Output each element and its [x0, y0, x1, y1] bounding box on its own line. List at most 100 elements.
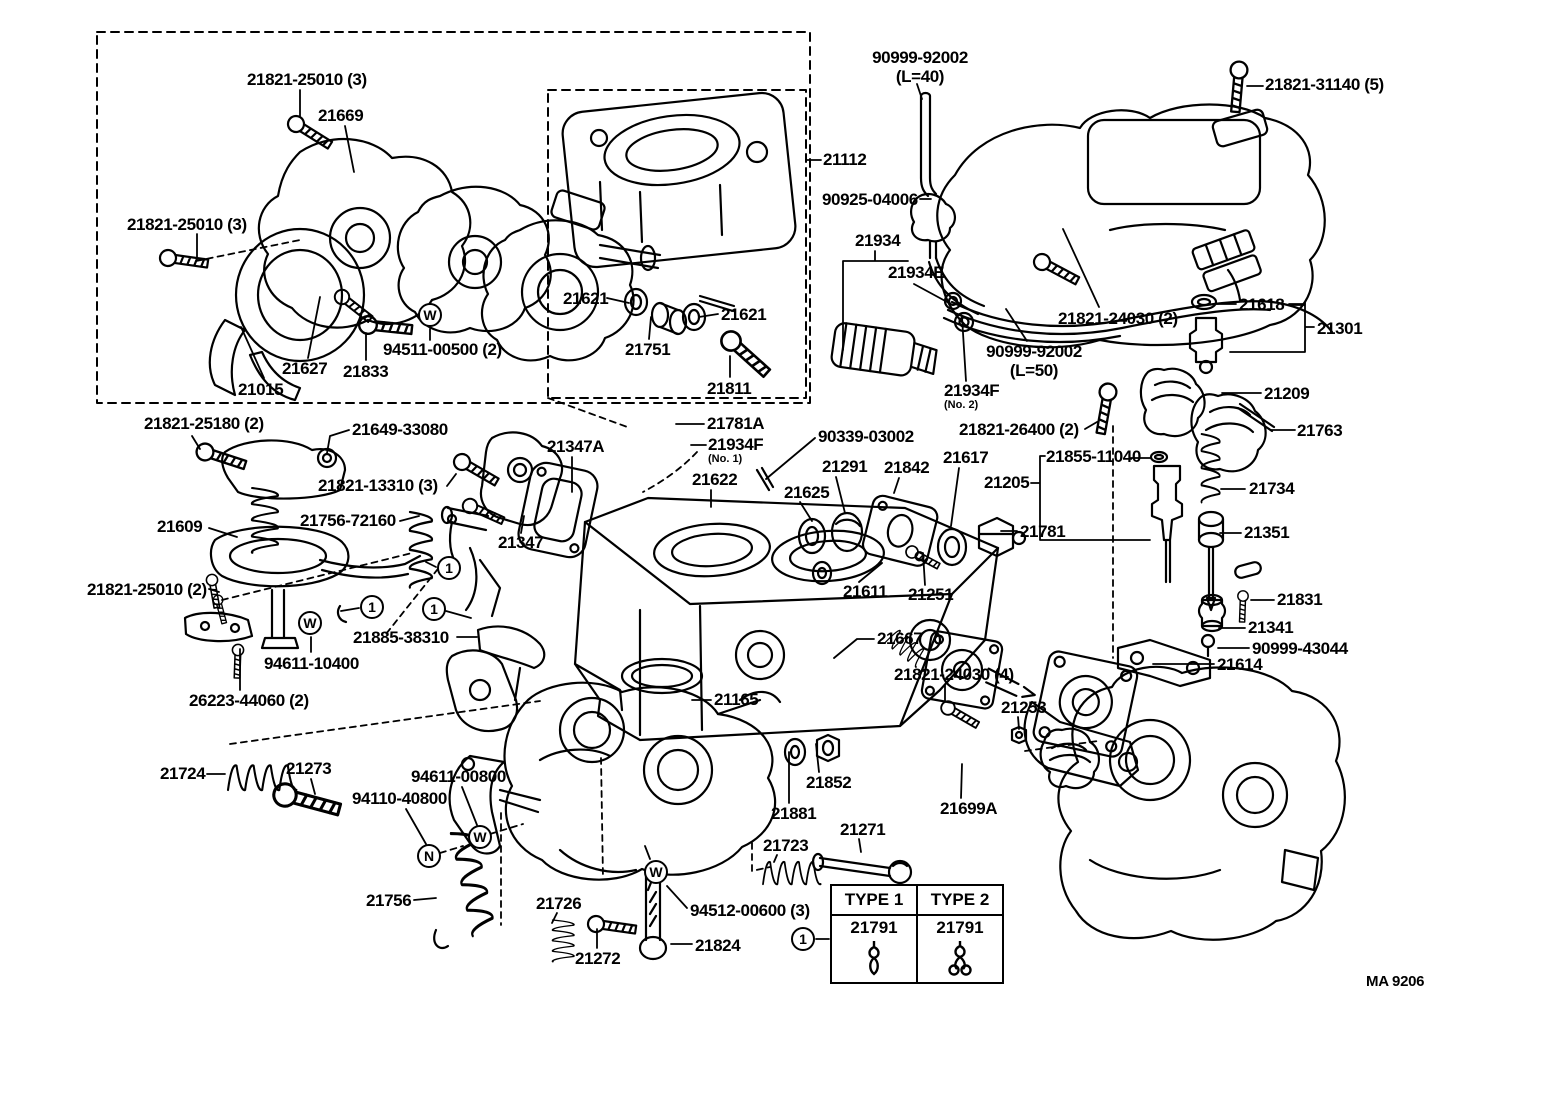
nut-symbol: N [417, 844, 441, 868]
secondary-diaphragm-sketch [1091, 367, 1276, 688]
part-label: 21934 [855, 231, 901, 250]
part-label: 21821-26400 (2) [959, 420, 1079, 439]
part-label: 21649-33080 [352, 420, 448, 439]
part-label: 21611 [843, 582, 888, 601]
part-label: 21669 [318, 106, 364, 125]
part-label: 21205 [984, 473, 1030, 492]
part-label: 21781A [707, 414, 765, 433]
part-label: 21625 [784, 483, 830, 502]
part-label: 21627 [282, 359, 328, 378]
leader-lines [191, 83, 1306, 949]
part-label: 21723 [763, 836, 809, 855]
part-label: 21885-38310 [353, 628, 449, 647]
part-label: 90999-92002 (L=40) [858, 48, 982, 86]
part-label: 21165 [714, 690, 759, 709]
part-label-line1: 21934F [708, 435, 764, 454]
carburetor-body-right-sketch [1057, 665, 1346, 941]
part-label: 21617 [943, 448, 989, 467]
part-label: 21699A [940, 799, 998, 818]
part-label: 90999-92002 (L=50) [972, 342, 1096, 380]
part-label: 21824 [695, 936, 741, 955]
part-label: 26223-44060 (2) [189, 691, 309, 710]
clip-ref-symbol: 1 [437, 556, 461, 580]
part-label: 21763 [1297, 421, 1343, 440]
part-label: 21609 [157, 517, 203, 536]
part-label: 21112 [823, 150, 867, 169]
bracket-lines [842, 250, 1315, 541]
part-label: 21821-24030 (2) [1058, 309, 1178, 328]
part-label: 21821-25010 (3) [127, 215, 247, 234]
dashed-boxes [96, 31, 811, 404]
page-code: MA 9206 [1366, 973, 1425, 990]
part-label-line1: 90999-92002 [986, 342, 1082, 361]
type1-cell: 21791 [830, 914, 918, 984]
part-label: 21881 [771, 804, 817, 823]
part-label-line1: 21934F [944, 381, 1000, 400]
part-label: 21724 [160, 764, 206, 783]
part-label: 21301 [1317, 319, 1363, 338]
part-label: 21272 [575, 949, 621, 968]
part-label: 21622 [692, 470, 738, 489]
choke-assembly-sketch [157, 111, 662, 402]
main-body-sketch [573, 466, 1027, 742]
part-label: 21831 [1277, 590, 1323, 609]
part-label: 21934F (No. 2) [944, 381, 1000, 411]
part-label: 21271 [840, 820, 886, 839]
part-label: 21855-11040 [1046, 447, 1141, 466]
type2-header: TYPE 2 [916, 884, 1004, 916]
choke-housing-sketch [440, 431, 599, 559]
part-label: 21347 [498, 533, 544, 552]
part-label: 90339-03002 [818, 427, 914, 446]
part-label: 21341 [1248, 618, 1294, 637]
part-label: 21726 [536, 894, 582, 913]
throttle-body-sketch [226, 681, 913, 963]
part-label: 21934E [888, 263, 945, 282]
part-label: 21756-72160 [300, 511, 396, 530]
part-label: 21618 [1239, 295, 1285, 314]
type2-cell: 21791 [916, 914, 1004, 984]
clip-icon-type1 [868, 941, 880, 976]
clip-ref-symbol: 1 [360, 595, 384, 619]
part-label: 21273 [286, 759, 332, 778]
part-label: 94110-40800 [352, 789, 447, 808]
part-label: 21253 [1001, 698, 1047, 717]
part-label: 21833 [343, 362, 389, 381]
part-label: 21756 [366, 891, 412, 910]
part-label: 90925-04006 [822, 190, 918, 209]
part-label-line2: (L=40) [895, 66, 945, 86]
air-horn-sketch [561, 91, 797, 382]
part-label: 21811 [707, 379, 752, 398]
part-label: 21852 [806, 773, 852, 792]
part-label: 21351 [1244, 523, 1290, 542]
part-label: 94512-00600 (3) [690, 901, 810, 920]
part-label: 21751 [625, 340, 671, 359]
part-label: 90999-43044 [1252, 639, 1348, 658]
part-label: 21821-25180 (2) [144, 414, 264, 433]
type2-part-number: 21791 [936, 918, 984, 937]
part-label: 21209 [1264, 384, 1310, 403]
part-label: 94611-10400 [264, 654, 359, 673]
part-label: 21734 [1249, 479, 1295, 498]
part-label: 21842 [884, 458, 930, 477]
part-label: 21821-25010 (3) [247, 70, 367, 89]
part-label: 21821-31140 (5) [1265, 75, 1384, 94]
clip-icon-type2 [948, 941, 972, 976]
part-label: 21347A [547, 437, 605, 456]
part-label: 21781 [1020, 522, 1066, 541]
choke-diaphragm-sketch [183, 439, 546, 733]
part-label: 21934F (No. 1) [708, 435, 764, 465]
washer-symbol: W [644, 860, 668, 884]
part-label: 94511-00500 (2) [383, 340, 502, 359]
washer-symbol: W [418, 303, 442, 327]
part-label: 21667 [877, 629, 923, 648]
part-label-line1: 90999-92002 [872, 48, 968, 67]
part-label: 21291 [822, 457, 868, 476]
part-label: 21821-24030 (4) [894, 665, 1014, 684]
part-label-line2: (No. 2) [944, 398, 979, 411]
part-label-line2: (No. 1) [708, 452, 743, 465]
part-label: 94611-00800 [411, 767, 506, 786]
pump-assembly-sketch [783, 627, 1140, 790]
part-label: 21621 [563, 289, 609, 308]
